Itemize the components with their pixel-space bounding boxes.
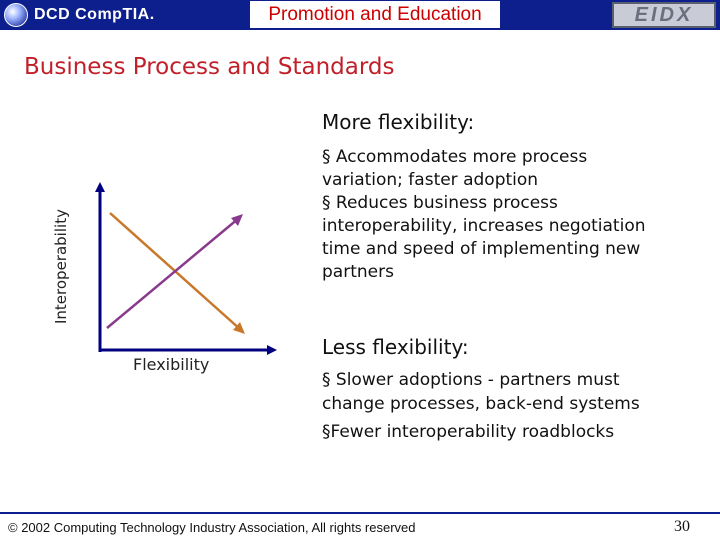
bullet-item: § Slower adoptions - partners must chang… bbox=[322, 370, 640, 414]
eidx-logo: EIDX bbox=[612, 2, 716, 28]
flexibility-arrow-icon bbox=[231, 214, 243, 226]
more-flexibility-bullets: § Accommodates more process variation; f… bbox=[322, 146, 662, 284]
x-axis-label: Flexibility bbox=[133, 355, 210, 374]
page-number: 30 bbox=[674, 518, 690, 535]
header-bar: DCD CompTIA. Promotion and Education EID… bbox=[0, 0, 720, 30]
slide-title: Business Process and Standards bbox=[24, 54, 395, 80]
interoperability-arrow-icon bbox=[233, 322, 245, 334]
less-flexibility-bullets: § Slower adoptions - partners must chang… bbox=[322, 368, 662, 444]
logo-text: DCD CompTIA. bbox=[34, 6, 155, 23]
comptia-logo: DCD CompTIA. bbox=[4, 2, 155, 28]
bullet-item: § Accommodates more process variation; f… bbox=[322, 147, 588, 190]
x-axis-arrow-icon bbox=[267, 345, 277, 355]
less-flexibility-heading: Less flexibility: bbox=[322, 335, 469, 359]
footer: © 2002 Computing Technology Industry Ass… bbox=[0, 512, 720, 542]
bullet-item: § Reduces business process interoperabil… bbox=[322, 193, 646, 282]
flexibility-graph bbox=[95, 182, 277, 355]
header-title: Promotion and Education bbox=[250, 1, 500, 28]
more-flexibility-heading: More flexibility: bbox=[322, 110, 475, 134]
y-axis-arrow-icon bbox=[95, 182, 105, 192]
copyright-text: © 2002 Computing Technology Industry Ass… bbox=[8, 520, 416, 535]
y-axis-label: Interoperability bbox=[52, 209, 70, 324]
globe-icon bbox=[4, 3, 28, 27]
bullet-item: §Fewer interoperability roadblocks bbox=[322, 422, 615, 442]
flexibility-line bbox=[106, 217, 240, 329]
